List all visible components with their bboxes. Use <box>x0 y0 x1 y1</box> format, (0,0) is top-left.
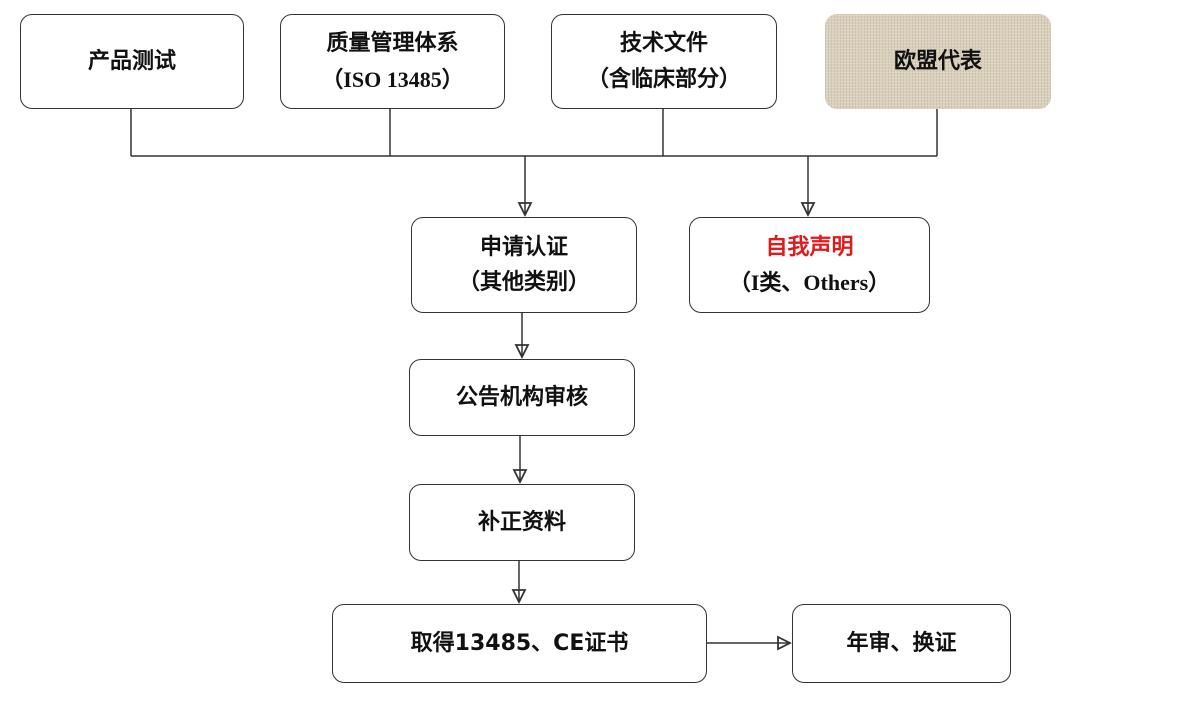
node-obtain-cert: 取得13485、CE证书 <box>332 604 707 683</box>
node-sublabel: （I类、Others） <box>728 270 891 295</box>
node-label: 欧盟代表 <box>893 48 982 74</box>
node-label: 公告机构审核 <box>455 384 588 410</box>
node-sublabel: （含临床部分） <box>586 66 741 92</box>
node-label: 取得13485、CE证书 <box>410 630 629 656</box>
node-nb-review: 公告机构审核 <box>409 359 635 436</box>
node-label: 年审、换证 <box>846 630 957 656</box>
node-tech-file: 技术文件 （含临床部分） <box>551 14 777 109</box>
node-product-test: 产品测试 <box>20 14 244 109</box>
node-label: 技术文件 <box>619 31 708 57</box>
node-sublabel: （其他类别） <box>457 270 590 295</box>
node-label: 自我声明 <box>765 234 854 260</box>
node-label: 申请认证 <box>479 234 568 260</box>
node-self-declare: 自我声明 （I类、Others） <box>689 217 930 313</box>
node-qms: 质量管理体系 （ISO 13485） <box>280 14 505 109</box>
node-annual: 年审、换证 <box>792 604 1011 683</box>
node-label: 产品测试 <box>87 48 176 74</box>
node-apply-cert: 申请认证 （其他类别） <box>411 217 637 313</box>
node-supplement: 补正资料 <box>409 484 635 561</box>
node-sublabel: （ISO 13485） <box>321 66 464 92</box>
node-label: 补正资料 <box>477 509 566 535</box>
node-label: 质量管理体系 <box>326 31 459 57</box>
node-eu-rep: 欧盟代表 <box>825 14 1051 109</box>
